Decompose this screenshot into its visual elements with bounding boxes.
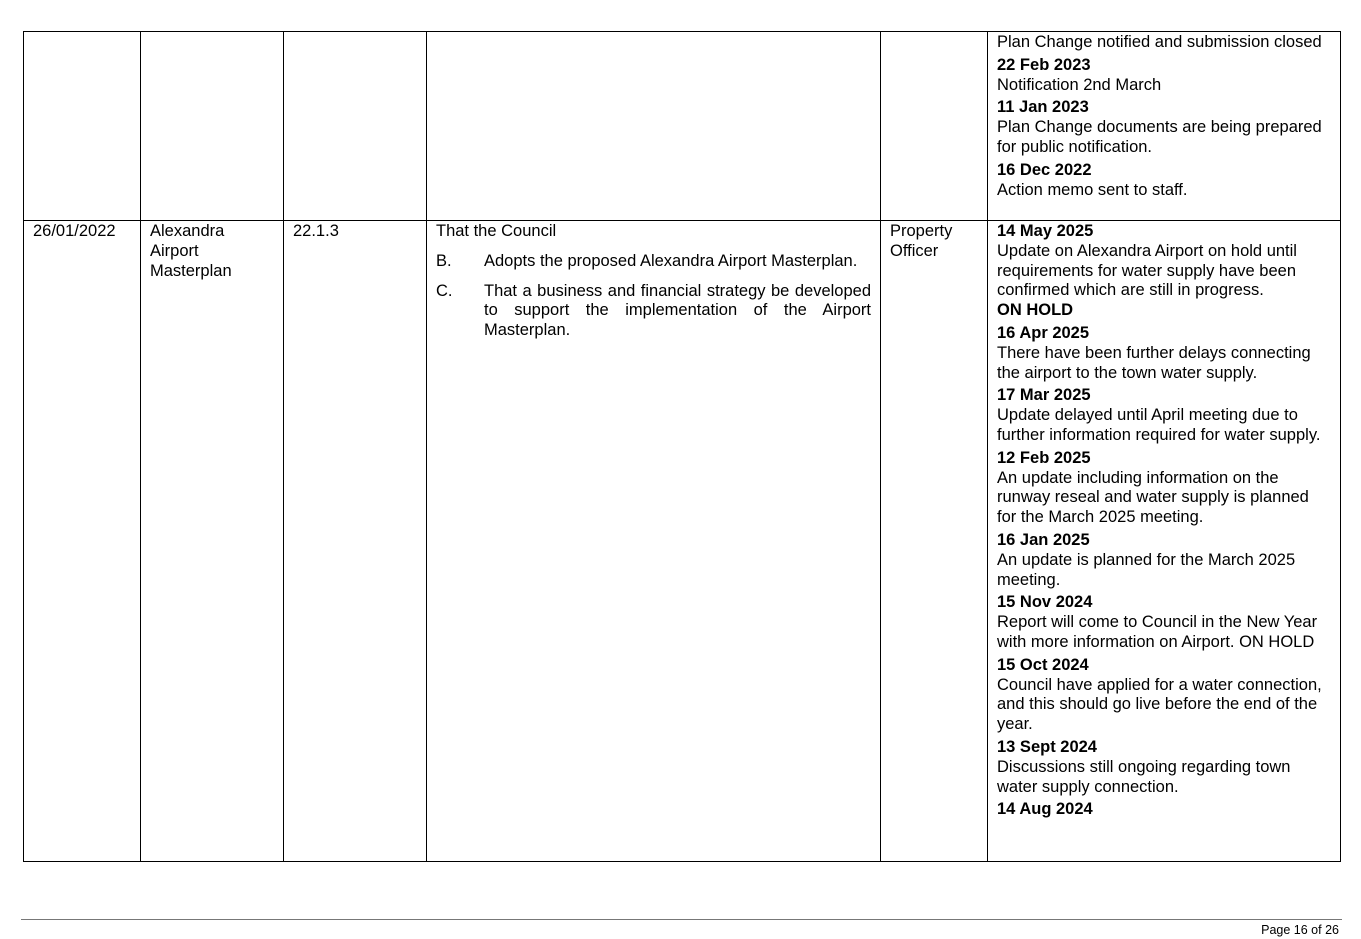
update-text: An update including information on the r… [997,468,1309,527]
resolution-item: B. Adopts the proposed Alexandra Airport… [436,252,871,272]
resolution-item-label: C. [436,281,453,300]
update-text: Report will come to Council in the New Y… [997,613,1318,651]
update-text: Action memo sent to staff. [997,180,1188,199]
update-date: 16 Dec 2022 [997,160,1092,179]
meeting-date-cell: 26/01/2022 [23,220,141,862]
update-date: 16 Jan 2025 [997,530,1090,549]
update-status-note: ON HOLD [997,301,1074,320]
update-entry: 16 Dec 2022 Action memo sent to staff. [997,161,1331,201]
action-table: Plan Change notified and submission clos… [23,31,1341,862]
resolution-item-label: B. [436,251,452,270]
update-date: 22 Feb 2023 [997,55,1091,74]
update-date: 15 Oct 2024 [997,655,1089,674]
update-text: Discussions still ongoing regarding town… [997,757,1291,796]
update-entry: 12 Feb 2025 An update including informat… [997,449,1331,528]
table-row: Plan Change notified and submission clos… [23,31,1341,221]
update-text: There have been further delays connectin… [997,343,1311,382]
update-date: 11 Jan 2023 [997,98,1089,117]
update-date: 13 Sept 2024 [997,737,1097,756]
update-text: Plan Change documents are being prepared… [997,118,1322,156]
update-text: Update on Alexandra Airport on hold unti… [997,241,1297,300]
update-entry: Plan Change notified and submission clos… [997,33,1331,53]
update-date: 12 Feb 2025 [997,448,1091,467]
item-ref-cell: 22.1.3 [283,220,427,862]
update-entry: 15 Nov 2024 Report will come to Council … [997,593,1331,652]
item-title-cell [140,31,284,221]
resolution-cell: That the Council B. Adopts the proposed … [426,220,881,862]
update-text: Council have applied for a water connect… [997,675,1322,734]
update-date: 16 Apr 2025 [997,323,1090,342]
update-date: 17 Mar 2025 [997,386,1091,405]
update-entry: 15 Oct 2024 Council have applied for a w… [997,656,1331,735]
update-entry: 22 Feb 2023 Notification 2nd March [997,56,1331,96]
update-date: 14 Aug 2024 [997,800,1093,819]
updates-cell: Plan Change notified and submission clos… [987,31,1341,221]
update-entry: 11 Jan 2023 Plan Change documents are be… [997,98,1331,157]
update-text: Plan Change notified and submission clos… [997,33,1322,51]
update-date: 15 Nov 2024 [997,593,1093,612]
update-text: Update delayed until April meeting due t… [997,406,1321,444]
update-entry: 13 Sept 2024 Discussions still ongoing r… [997,738,1331,797]
item-title-cell: Alexandra Airport Masterplan [140,220,284,862]
update-entry: 16 Apr 2025 There have been further dela… [997,324,1331,383]
footer-divider [21,919,1342,920]
resolution-item-text: Adopts the proposed Alexandra Airport Ma… [484,251,858,270]
updates-cell: 14 May 2025 Update on Alexandra Airport … [987,220,1341,862]
resolution-item: C. That a business and financial strateg… [436,282,871,341]
update-text: An update is planned for the March 2025 … [997,550,1296,589]
update-date: 14 May 2025 [997,222,1094,240]
resolution-intro: That the Council [436,222,557,240]
meeting-date-cell [23,31,141,221]
update-entry: 16 Jan 2025 An update is planned for the… [997,531,1331,590]
page-number: Page 16 of 26 [1261,923,1339,937]
officer-cell: Property Officer [880,220,988,862]
resolution-item-text: That a business and financial strategy b… [484,281,871,340]
update-entry: 17 Mar 2025 Update delayed until April m… [997,386,1331,445]
officer-cell [880,31,988,221]
resolution-cell [426,31,881,221]
update-text: Notification 2nd March [997,75,1162,94]
item-ref-cell [283,31,427,221]
update-entry: 14 May 2025 Update on Alexandra Airport … [997,222,1331,321]
table-row: 26/01/2022 Alexandra Airport Masterplan … [23,220,1341,862]
update-entry: 14 Aug 2024 [997,800,1331,820]
